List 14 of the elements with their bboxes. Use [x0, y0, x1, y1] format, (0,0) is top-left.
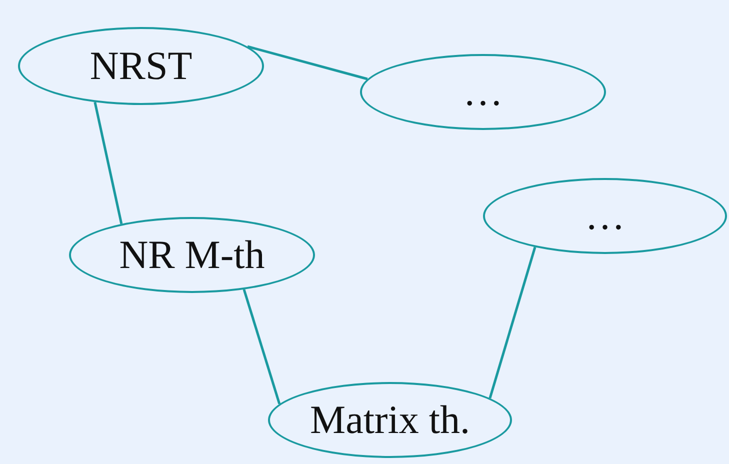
node-label: NR M-th — [119, 235, 265, 275]
node-label: … — [463, 72, 503, 112]
node-label: Matrix th. — [310, 400, 470, 440]
node-label: … — [585, 196, 625, 236]
connector-line — [247, 45, 368, 80]
connector-line — [488, 246, 536, 399]
ellipse-node — [18, 27, 264, 105]
ellipse-node — [360, 54, 606, 130]
ellipse-node — [483, 178, 727, 254]
connector-line — [242, 289, 281, 404]
node-label: NRST — [90, 46, 192, 86]
ellipse-node — [268, 382, 512, 458]
connector-line — [94, 102, 123, 224]
ellipse-node — [69, 217, 315, 293]
